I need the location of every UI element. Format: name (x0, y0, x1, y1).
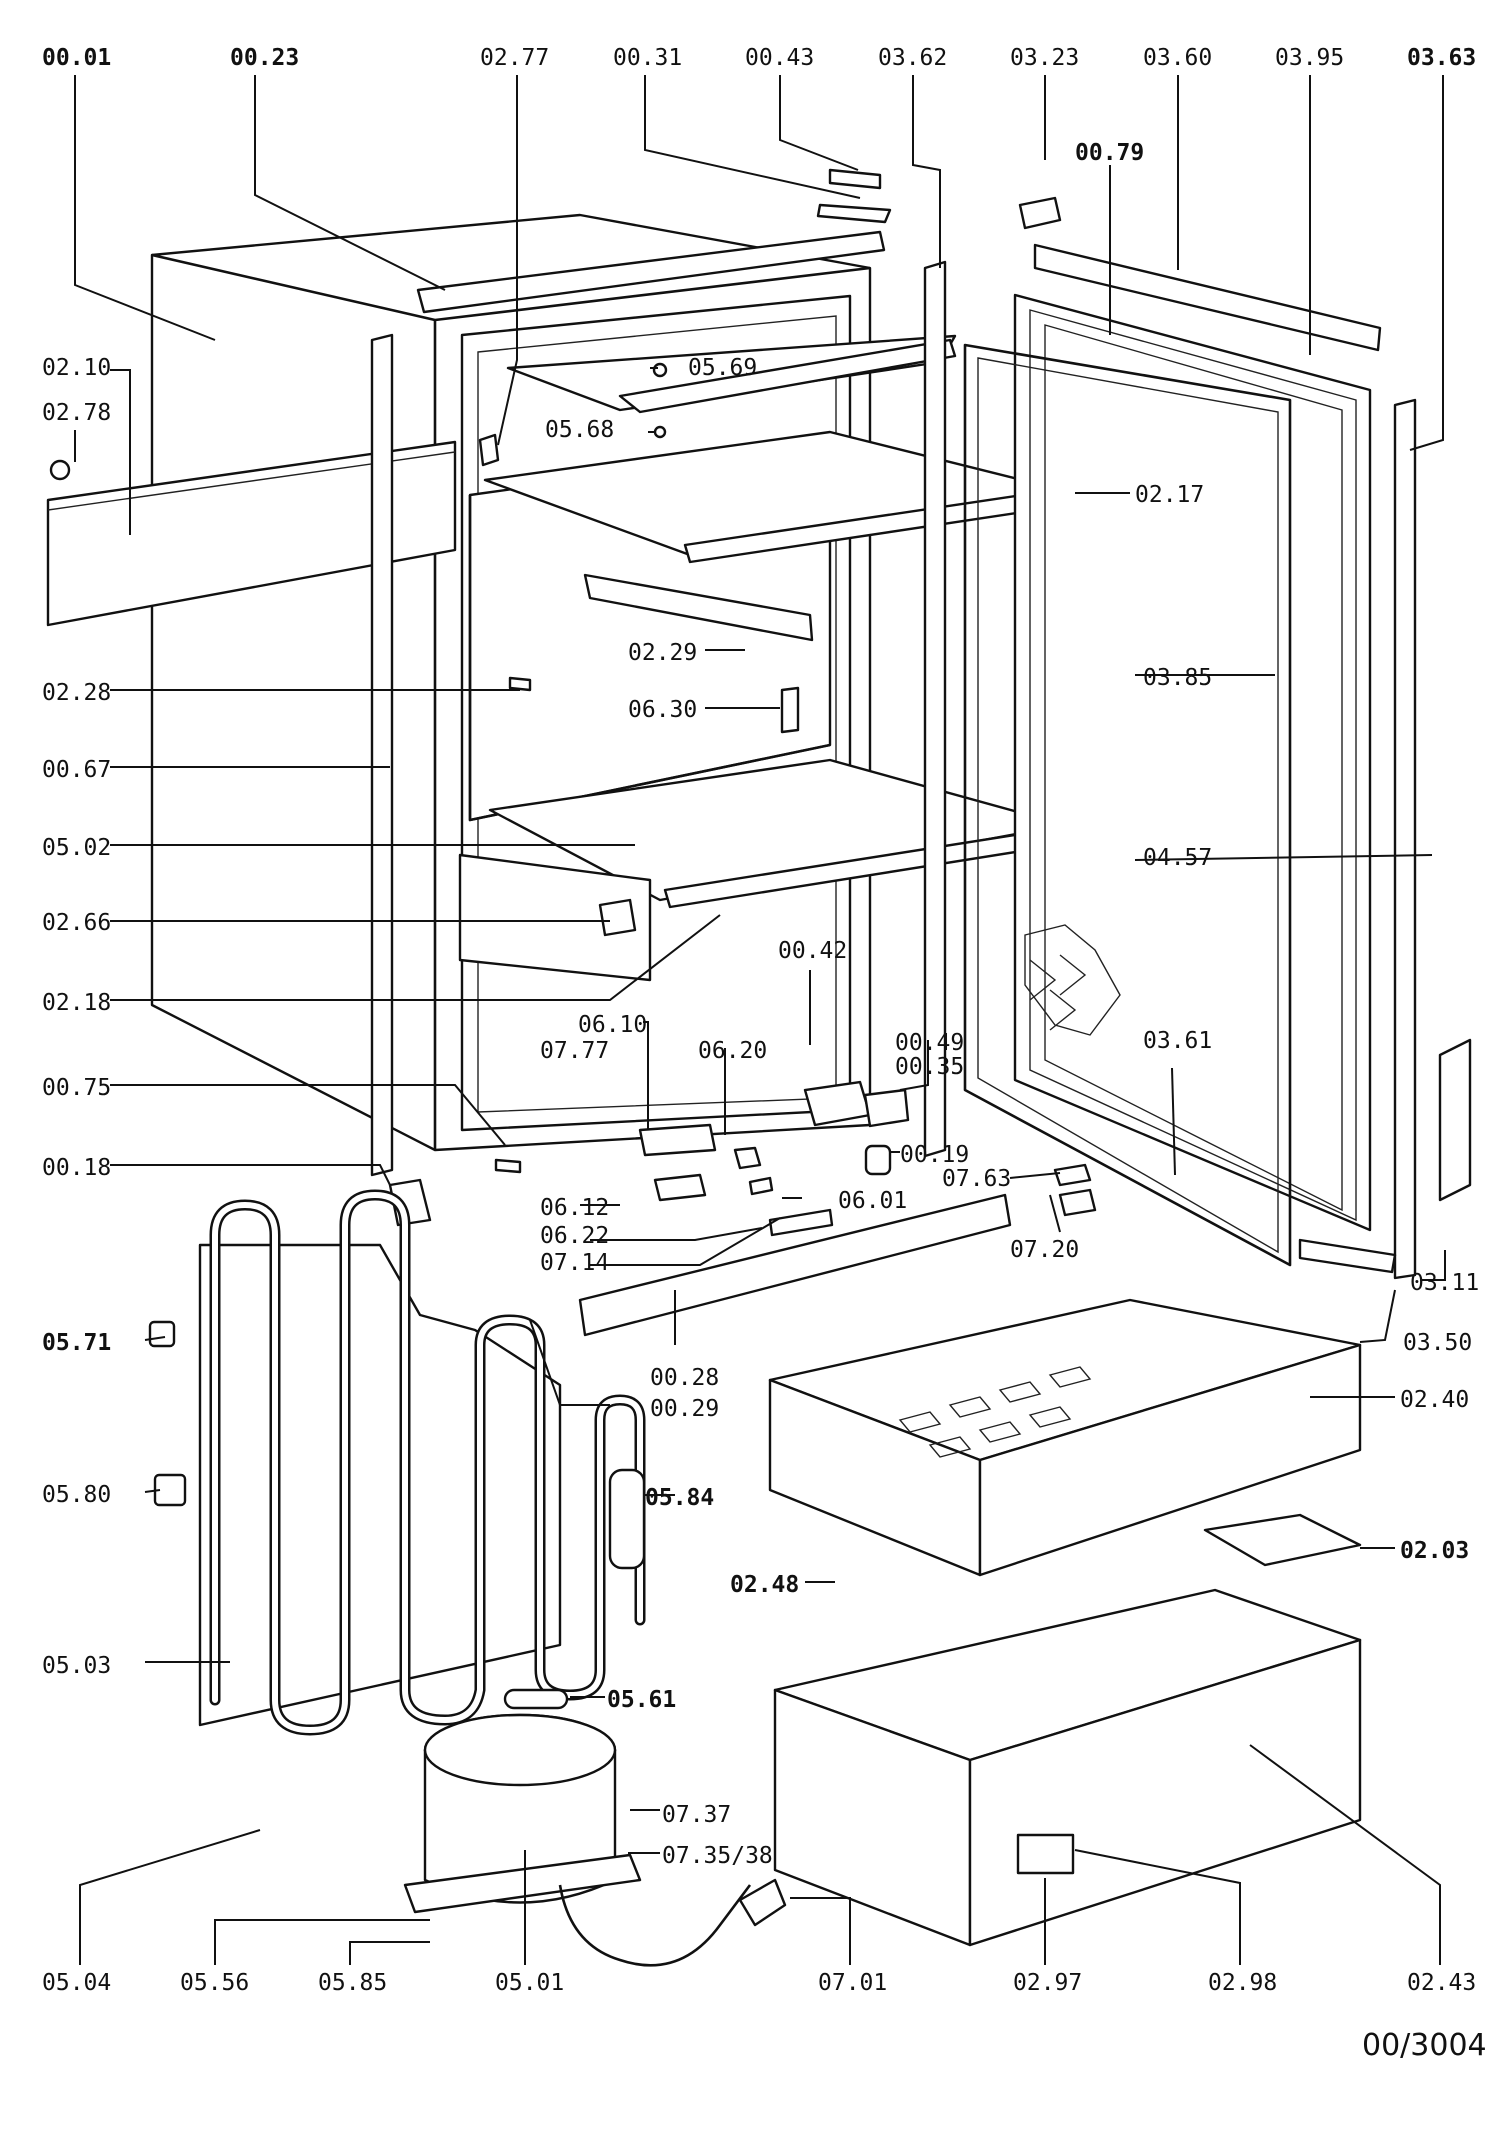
callout-03-50: 03.50 (1403, 1330, 1472, 1356)
callout-02-97: 02.97 (1013, 1970, 1082, 1996)
callout-00-49: 00.49 (895, 1030, 964, 1056)
callout-03-95: 03.95 (1275, 45, 1344, 71)
callout-00-75: 00.75 (42, 1075, 111, 1101)
callout-labels: 00.01 00.23 02.77 00.31 00.43 03.62 03.23 03.60… (42, 45, 1479, 1996)
callout-02-29: 02.29 (628, 640, 697, 666)
callout-05-80: 05.80 (42, 1482, 111, 1508)
plinth (578, 1193, 1012, 1337)
leader-lines (74, 75, 1446, 1965)
callout-02-98: 02.98 (1208, 1970, 1277, 1996)
callout-02-40: 02.40 (1400, 1387, 1469, 1413)
callout-02-28: 02.28 (42, 680, 111, 706)
callout-04-57: 04.57 (1143, 845, 1212, 871)
callout-02-78: 02.78 (42, 400, 111, 426)
callout-05-71: 05.71 (42, 1330, 111, 1356)
callout-00-42: 00.42 (778, 938, 847, 964)
callout-05-61: 05.61 (607, 1687, 676, 1713)
callout-07-63: 07.63 (942, 1166, 1011, 1192)
callout-05-04: 05.04 (42, 1970, 111, 1996)
callout-03-63: 03.63 (1407, 45, 1476, 71)
callout-06-10: 06.10 (578, 1012, 647, 1038)
callout-06-12: 06.12 (540, 1195, 609, 1221)
callout-05-68: 05.68 (545, 417, 614, 443)
callout-00-67: 00.67 (42, 757, 111, 783)
callout-07-37: 07.37 (662, 1802, 731, 1828)
callout-00-28: 00.28 (650, 1365, 719, 1391)
callout-00-31: 00.31 (613, 45, 682, 71)
condenser-coil (198, 1189, 646, 1736)
plug (738, 1878, 787, 1927)
callout-00-23: 00.23 (230, 45, 299, 71)
callout-06-20: 06.20 (698, 1038, 767, 1064)
callout-07-14: 07.14 (540, 1250, 609, 1276)
callout-00-18: 00.18 (42, 1155, 111, 1181)
callout-03-23: 03.23 (1010, 45, 1079, 71)
callout-06-01: 06.01 (838, 1188, 907, 1214)
callout-02-10: 02.10 (42, 355, 111, 381)
door-assembly (963, 293, 1372, 1267)
lid-panel (618, 338, 957, 414)
callout-06-30: 06.30 (628, 697, 697, 723)
callout-02-18: 02.18 (42, 990, 111, 1016)
door-right-strip (1393, 398, 1417, 1280)
callout-07-77: 07.77 (540, 1038, 609, 1064)
callout-00-79: 00.79 (1075, 140, 1144, 166)
freezer-block (458, 853, 652, 982)
callout-00-35: 00.35 (895, 1054, 964, 1080)
callout-05-02: 05.02 (42, 835, 111, 861)
callout-02-48: 02.48 (730, 1572, 799, 1598)
callout-07-01: 07.01 (818, 1970, 887, 1996)
callout-03-61: 03.61 (1143, 1028, 1212, 1054)
thermostat (148, 1320, 176, 1348)
callout-03-60: 03.60 (1143, 45, 1212, 71)
compressor (403, 1713, 642, 1914)
callout-00-29: 00.29 (650, 1396, 719, 1422)
vertical-rail-left (370, 333, 394, 1177)
drawer-upper (768, 1298, 1362, 1577)
callout-02-43: 02.43 (1407, 1970, 1476, 1996)
callout-05-84: 05.84 (645, 1485, 714, 1511)
vertical-rail-right (923, 260, 947, 1158)
callout-02-17: 02.17 (1135, 482, 1204, 508)
callout-00-19: 00.19 (900, 1142, 969, 1168)
callout-00-01: 00.01 (42, 45, 111, 71)
callout-07-35-38: 07.35/38 (662, 1843, 773, 1869)
callout-05-56: 05.56 (180, 1970, 249, 1996)
callout-02-66: 02.66 (42, 910, 111, 936)
drier (608, 1468, 646, 1570)
callout-03-62: 03.62 (878, 45, 947, 71)
callout-03-11: 03.11 (1410, 1270, 1479, 1296)
callout-00-43: 00.43 (745, 45, 814, 71)
callout-06-22: 06.22 (540, 1223, 609, 1249)
door-handle (1438, 1038, 1472, 1202)
power-cord (558, 1884, 752, 1967)
inner-liner (468, 430, 1074, 909)
drawing-number: 00/3004 (1362, 2028, 1487, 2063)
top-cover-rail (416, 230, 886, 314)
crisper-drawer (773, 1588, 1362, 1947)
door-top-strip (1033, 243, 1382, 352)
callout-02-77: 02.77 (480, 45, 549, 71)
part-drawings (46, 168, 1472, 1967)
capillary-tube (503, 1688, 569, 1710)
callout-05-85: 05.85 (318, 1970, 387, 1996)
callout-05-01: 05.01 (495, 1970, 564, 1996)
callout-05-69: 05.69 (688, 355, 757, 381)
ice-tray (1203, 1513, 1362, 1567)
callout-07-20: 07.20 (1010, 1237, 1079, 1263)
callout-05-03: 05.03 (42, 1653, 111, 1679)
callout-03-85: 03.85 (1143, 665, 1212, 691)
door-bottom-strip (1298, 1238, 1397, 1274)
callout-02-03: 02.03 (1400, 1538, 1469, 1564)
